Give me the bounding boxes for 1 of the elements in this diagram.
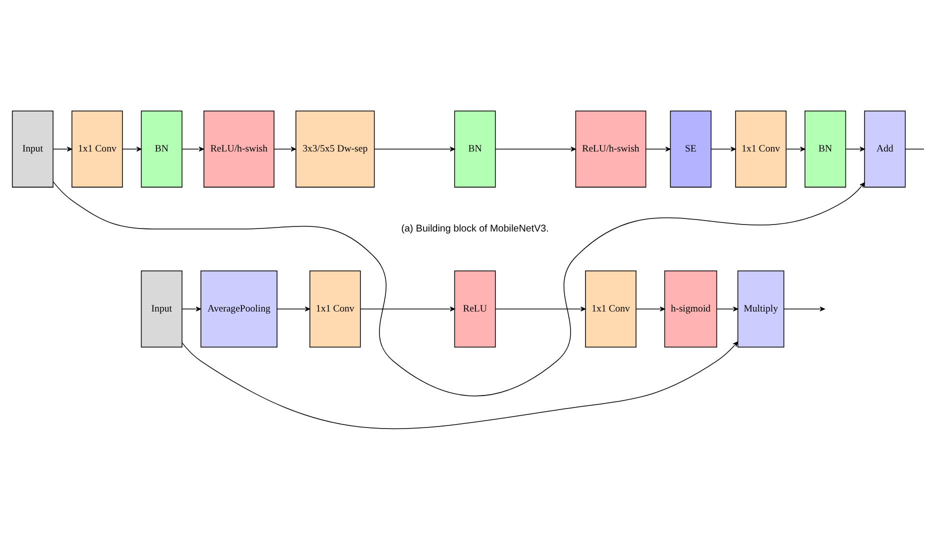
label: (a) Building block of MobileNetV3. bbox=[401, 224, 549, 235]
